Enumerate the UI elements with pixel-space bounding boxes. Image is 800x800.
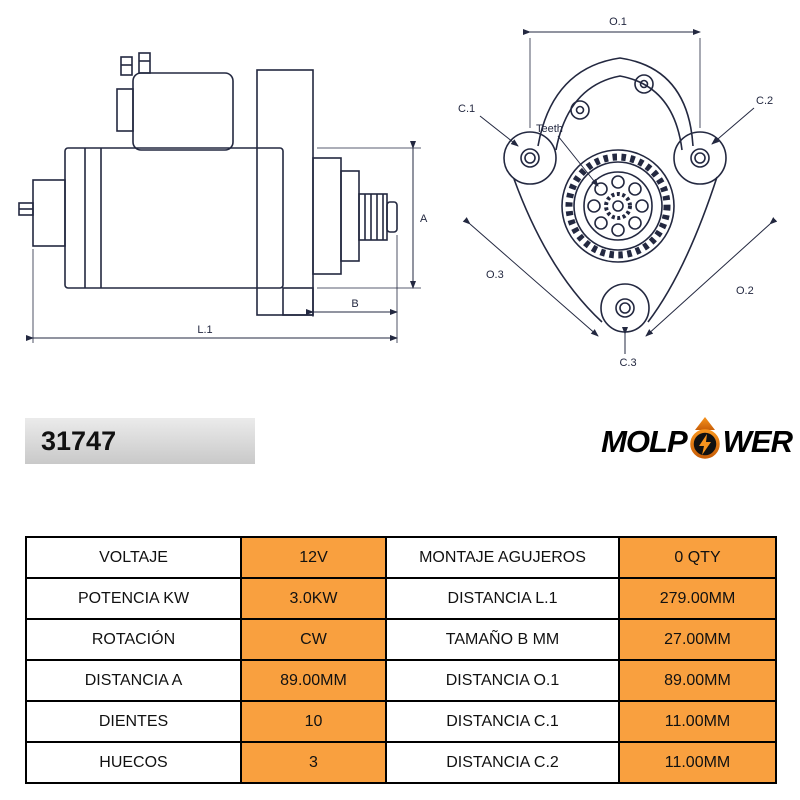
spec-value: 12V bbox=[240, 536, 387, 579]
pinion-gear bbox=[358, 193, 398, 241]
brand-logo: MOLP WER bbox=[592, 412, 793, 472]
dimension-c3: C.3 bbox=[619, 327, 637, 369]
spec-value: 3 bbox=[240, 741, 387, 784]
spec-value: CW bbox=[240, 618, 387, 661]
teeth-callout: Teeth bbox=[536, 123, 599, 187]
spec-value: 279.00MM bbox=[618, 577, 777, 620]
mounting-flange-front-view-drawing: O.1 C.1 C.2 Teeth O.3 O.2 C.3 bbox=[458, 16, 778, 369]
spec-value: 11.00MM bbox=[618, 700, 777, 743]
spec-value: 10 bbox=[240, 700, 387, 743]
spec-label: DISTANCIA L.1 bbox=[385, 577, 620, 620]
part-number-box: 31747 bbox=[25, 418, 255, 464]
dim-label-c1: C.1 bbox=[458, 103, 475, 115]
spec-value: 11.00MM bbox=[618, 741, 777, 784]
brand-text-left: MOLP bbox=[601, 424, 688, 459]
spec-value: 89.00MM bbox=[240, 659, 387, 702]
dimension-b: B bbox=[306, 235, 398, 343]
spec-table: VOLTAJE 12V MONTAJE AGUJEROS 0 QTY POTEN… bbox=[25, 536, 777, 784]
spec-label: DISTANCIA C.2 bbox=[385, 741, 620, 784]
dimension-c2: C.2 bbox=[711, 95, 773, 145]
brand-text-right: WER bbox=[722, 424, 793, 459]
table-row: DIENTES 10 DISTANCIA C.1 11.00MM bbox=[25, 700, 777, 743]
spec-label: VOLTAJE bbox=[25, 536, 242, 579]
spec-label: DISTANCIA C.1 bbox=[385, 700, 620, 743]
dimension-o3: O.3 bbox=[462, 217, 599, 337]
table-row: DISTANCIA A 89.00MM DISTANCIA O.1 89.00M… bbox=[25, 659, 777, 702]
starter-motor-side-view-drawing: A B L.1 bbox=[18, 52, 428, 343]
table-row: HUECOS 3 DISTANCIA C.2 11.00MM bbox=[25, 741, 777, 784]
dimension-l1: L.1 bbox=[26, 249, 398, 343]
dimension-o1: O.1 bbox=[523, 16, 701, 128]
dimension-o2: O.2 bbox=[645, 217, 778, 337]
spec-label: DISTANCIA A bbox=[25, 659, 242, 702]
starter-motor-outline bbox=[18, 52, 398, 316]
spec-label: TAMAÑO B MM bbox=[385, 618, 620, 661]
spec-label: DIENTES bbox=[25, 700, 242, 743]
spec-label: ROTACIÓN bbox=[25, 618, 242, 661]
dim-label-b: B bbox=[351, 298, 358, 310]
brand-emblem-icon bbox=[689, 417, 720, 459]
dimension-c1: C.1 bbox=[458, 103, 519, 147]
spec-value: 0 QTY bbox=[618, 536, 777, 579]
dim-label-l1: L.1 bbox=[197, 324, 212, 336]
spec-value: 3.0KW bbox=[240, 577, 387, 620]
spec-value: 89.00MM bbox=[618, 659, 777, 702]
spec-label: MONTAJE AGUJEROS bbox=[385, 536, 620, 579]
center-gear bbox=[561, 149, 675, 263]
solenoid bbox=[116, 52, 234, 151]
table-row: VOLTAJE 12V MONTAJE AGUJEROS 0 QTY bbox=[25, 536, 777, 579]
dim-label-teeth: Teeth bbox=[536, 123, 563, 135]
dim-label-a: A bbox=[420, 213, 428, 225]
dim-label-c2: C.2 bbox=[756, 95, 773, 107]
flange-outline bbox=[503, 57, 727, 333]
table-row: ROTACIÓN CW TAMAÑO B MM 27.00MM bbox=[25, 618, 777, 661]
spec-value: 27.00MM bbox=[618, 618, 777, 661]
dim-label-o1: O.1 bbox=[609, 16, 627, 28]
spec-label: POTENCIA KW bbox=[25, 577, 242, 620]
table-row: POTENCIA KW 3.0KW DISTANCIA L.1 279.00MM bbox=[25, 577, 777, 620]
spec-label: DISTANCIA O.1 bbox=[385, 659, 620, 702]
dimension-a: A bbox=[317, 141, 428, 289]
dim-label-o3: O.3 bbox=[486, 269, 504, 281]
spec-label: HUECOS bbox=[25, 741, 242, 784]
dim-label-c3: C.3 bbox=[619, 357, 636, 369]
part-number: 31747 bbox=[41, 425, 117, 456]
dim-label-o2: O.2 bbox=[736, 285, 754, 297]
